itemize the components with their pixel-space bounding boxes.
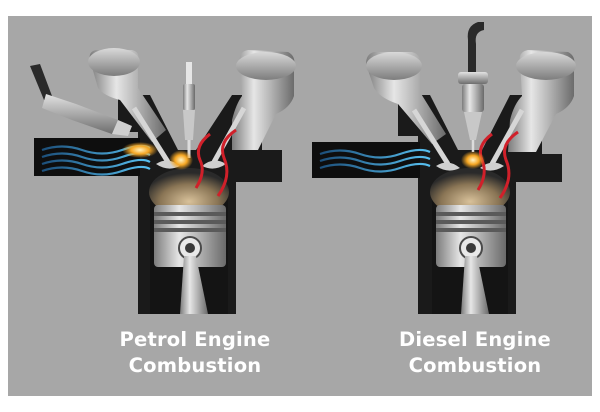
petrol-spark-flame <box>169 150 193 170</box>
petrol-intake-cap <box>88 48 140 76</box>
diesel-injector-icon <box>458 22 488 152</box>
diesel-intake-valve <box>411 108 460 171</box>
diesel-piston <box>436 205 506 314</box>
diesel-engine <box>312 22 576 314</box>
petrol-caption-line2: Combustion <box>128 354 262 377</box>
piston-icon <box>154 205 226 314</box>
petrol-combustion-chamber <box>149 168 229 216</box>
diesel-intake-flow <box>319 148 431 173</box>
petrol-engine-caption: Petrol Engine Combustion <box>95 327 295 379</box>
petrol-spray <box>122 142 158 158</box>
diesel-injection-flame <box>461 151 485 169</box>
diesel-intake-cap <box>366 52 422 80</box>
diesel-exhaust-valve <box>480 108 525 171</box>
diesel-combustion-chamber <box>430 168 510 216</box>
petrol-exhaust-flow <box>194 128 237 197</box>
fuel-injector-icon <box>30 64 132 136</box>
spark-plug-icon <box>183 62 195 158</box>
diesel-engine-caption: Diesel Engine Combustion <box>375 327 575 379</box>
petrol-engine <box>30 48 296 314</box>
petrol-caption-line1: Petrol Engine <box>119 328 271 351</box>
petrol-exhaust-cap <box>236 52 296 80</box>
diesel-caption-line2: Combustion <box>408 354 542 377</box>
diesel-exhaust-cap <box>516 52 576 80</box>
diesel-caption-line1: Diesel Engine <box>399 328 551 351</box>
